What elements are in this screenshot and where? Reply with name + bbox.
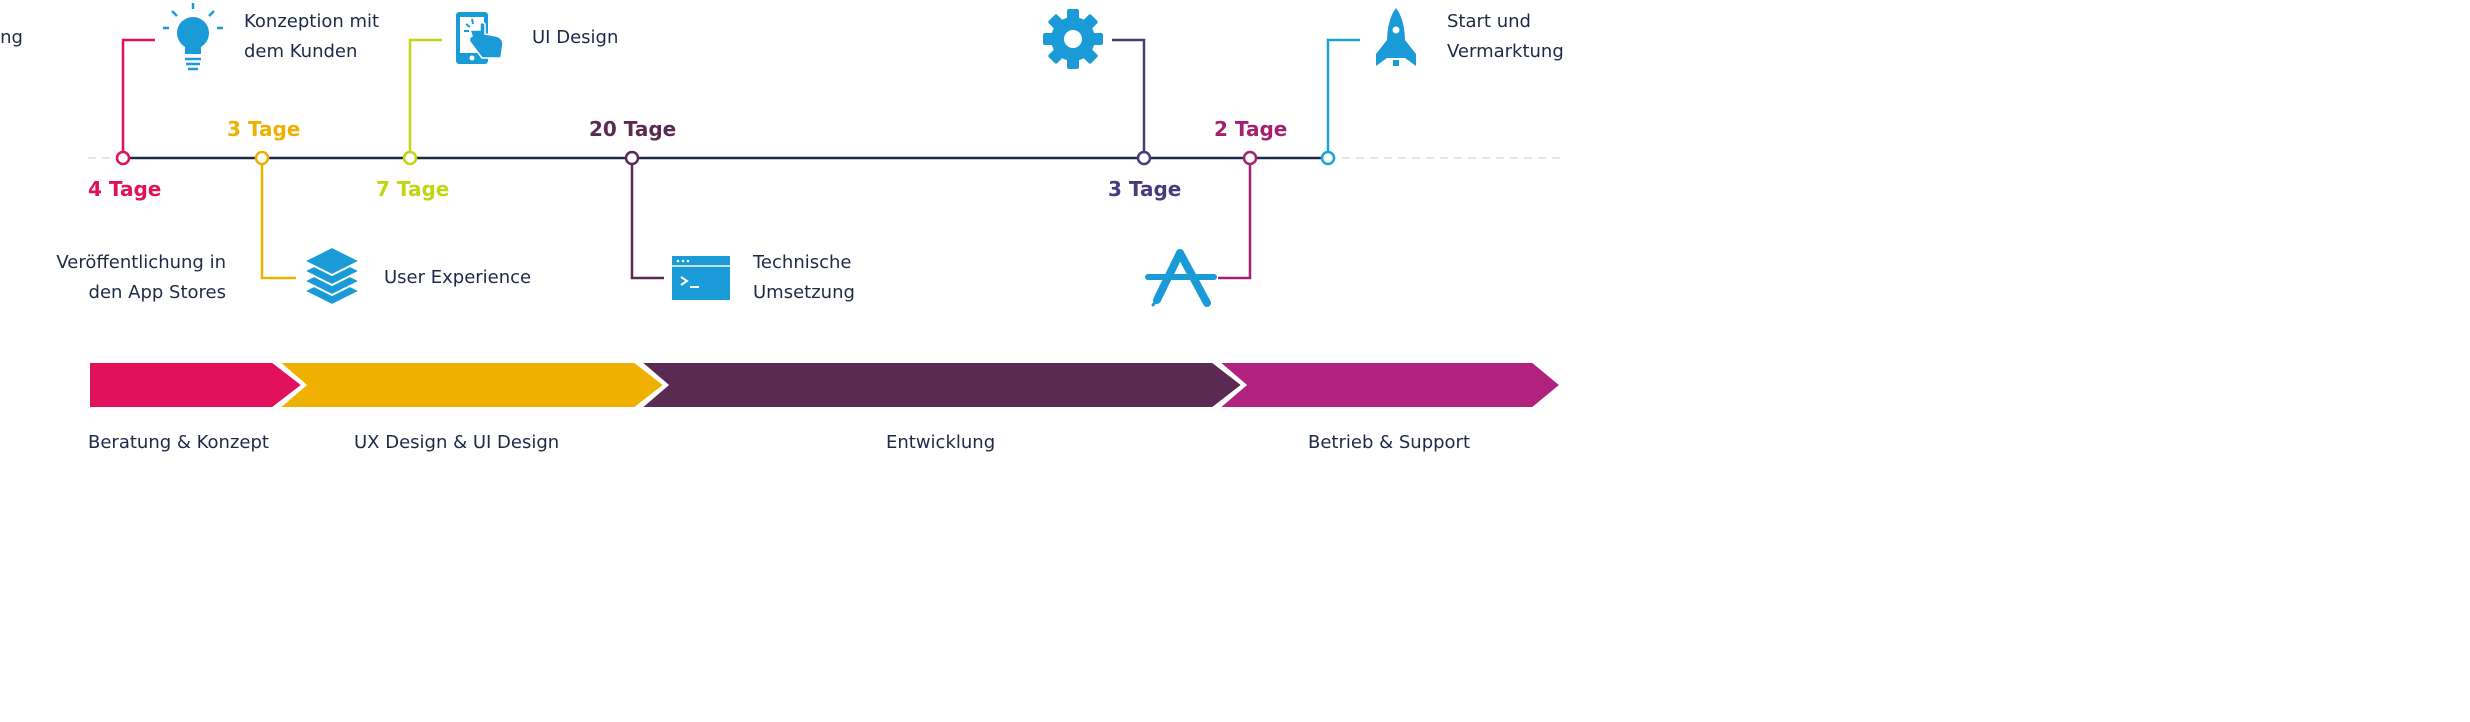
- step-label-ui-design: UI Design: [532, 27, 619, 48]
- process-timeline: Konzeption mit dem Kunden User Experienc…: [0, 3, 1566, 453]
- milestone-node: [624, 150, 640, 166]
- phase-label-betrieb: Betrieb & Support: [1308, 432, 1471, 453]
- step-label-qualitaetssicherung: Qualitätssicherung: [0, 27, 23, 48]
- milestone-node: [1320, 150, 1336, 166]
- step-label-technische-umsetzung: Technische Umsetzung: [753, 252, 855, 303]
- milestone-node: [254, 150, 270, 166]
- connector-qs: [1112, 38, 1146, 151]
- step-label-start: Start und Vermarktung: [1447, 11, 1564, 62]
- duration-label: 7 Tage: [376, 177, 450, 201]
- duration-label: 2 Tage: [1214, 117, 1288, 141]
- phase-label-ux-ui: UX Design & UI Design: [354, 432, 560, 453]
- step-label-app-stores: Veröffentlichung in den App Stores: [56, 252, 226, 303]
- phase-label-beratung: Beratung & Konzept: [88, 432, 269, 453]
- app-store-icon: [1145, 249, 1217, 307]
- connector-ui: [408, 38, 442, 151]
- lightbulb-icon: [163, 3, 223, 71]
- step-label-user-experience: User Experience: [384, 267, 532, 288]
- step-label-konzeption: Konzeption mit dem Kunden: [244, 11, 380, 62]
- timeline-graphic: [86, 3, 1566, 411]
- connector-start: [1326, 38, 1360, 151]
- phase-arrow-betrieb: [1210, 359, 1566, 411]
- duration-label: 20 Tage: [589, 117, 677, 141]
- phase-arrow-ux-ui: [270, 359, 670, 411]
- gear-icon: [1043, 9, 1103, 69]
- connector-konzeption: [121, 38, 155, 151]
- layers-icon: [301, 245, 363, 307]
- connector-ux: [260, 165, 296, 280]
- phase-arrow-entwicklung: [632, 359, 1248, 411]
- duration-label: 3 Tage: [1108, 177, 1182, 201]
- milestone-node: [1242, 150, 1258, 166]
- terminal-icon: [672, 256, 730, 300]
- duration-label: 4 Tage: [88, 177, 162, 201]
- phase-arrows: [86, 359, 1566, 411]
- connector-technik: [630, 165, 664, 280]
- milestone-node: [1136, 150, 1152, 166]
- phase-label-entwicklung: Entwicklung: [886, 432, 996, 453]
- duration-label: 3 Tage: [227, 117, 301, 141]
- rocket-icon: [1376, 8, 1416, 66]
- touch-phone-icon: [456, 12, 504, 64]
- milestone-node: [402, 150, 418, 166]
- milestone-node: [115, 150, 131, 166]
- phase-arrow-beratung: [86, 359, 308, 411]
- connector-appstore: [1218, 165, 1252, 280]
